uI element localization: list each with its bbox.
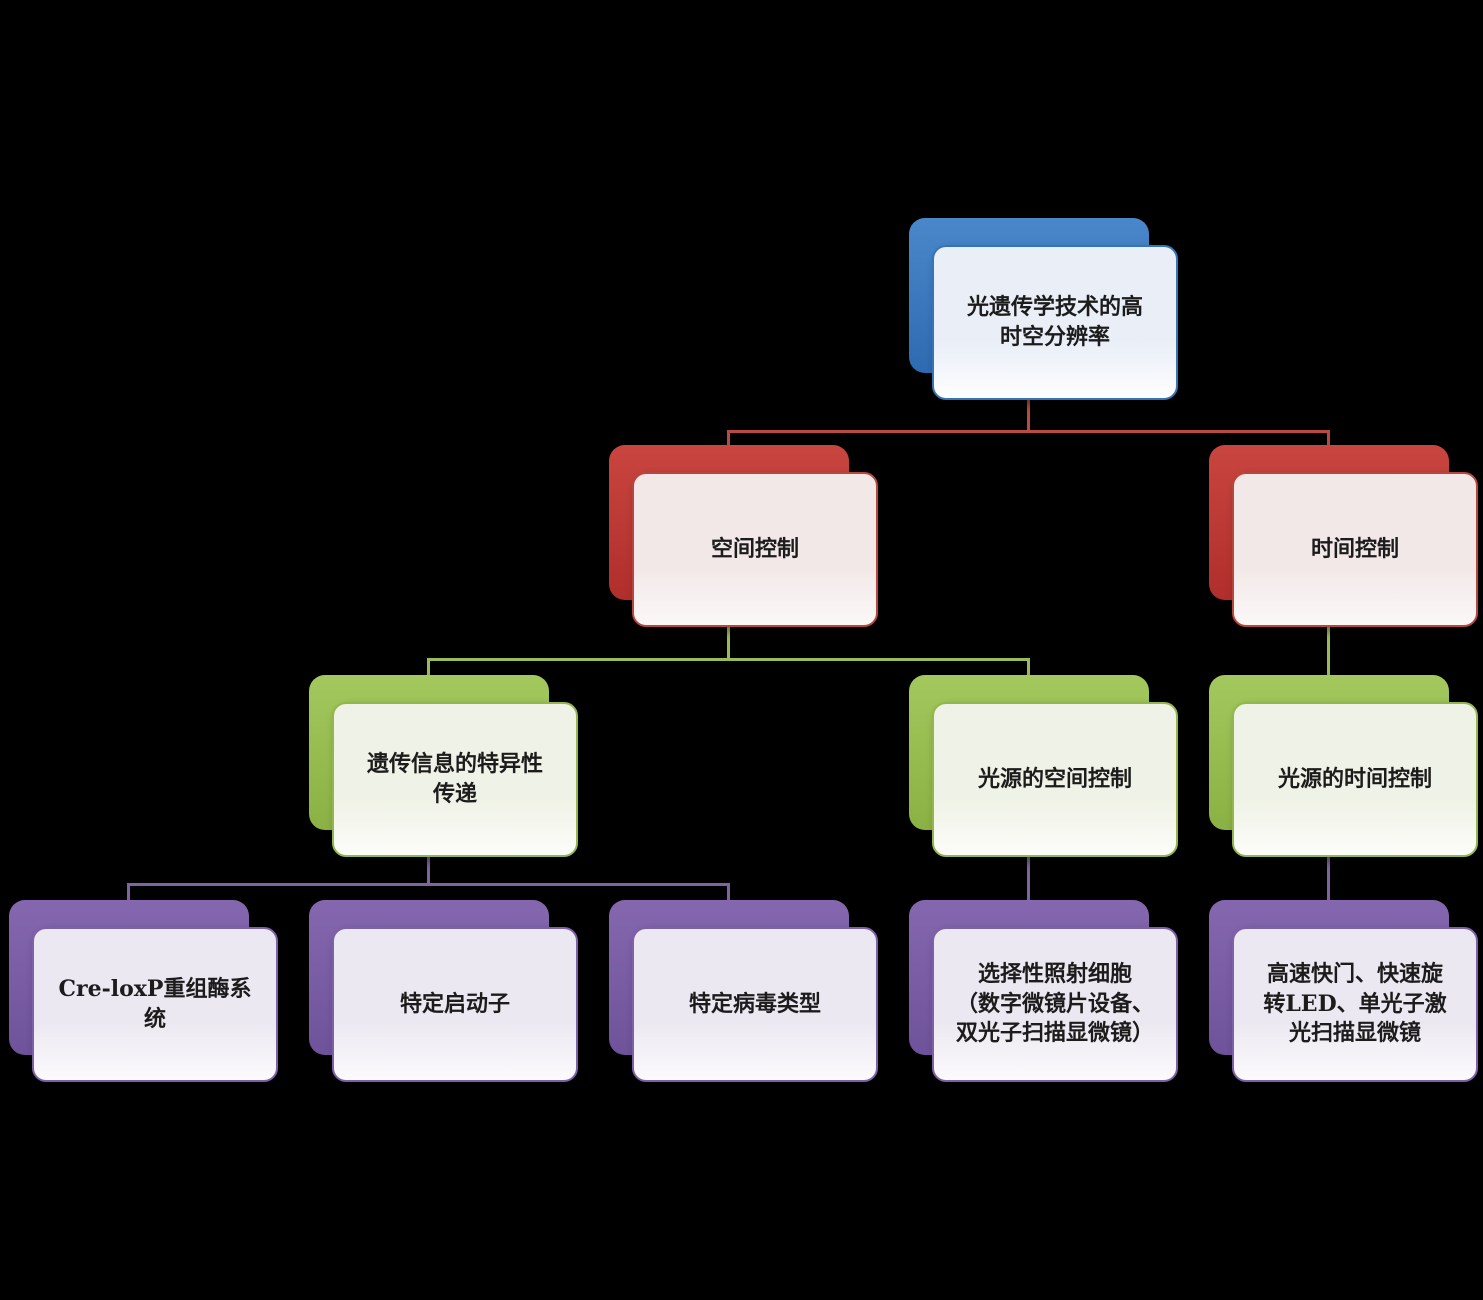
node-cre-loxp: Cre-loxP重组酶系 统 (9, 900, 278, 1082)
node-genetic-specificity-front: 遗传信息的特异性 传递 (332, 702, 578, 857)
node-high-speed-shutter-front: 高速快门、快速旋 转LED、单光子激 光扫描显微镜 (1232, 927, 1478, 1082)
connector-drop-temporal (1327, 430, 1330, 447)
node-temporal-control: 时间控制 (1209, 445, 1478, 627)
node-light-spatial-control-label: 光源的空间控制 (977, 765, 1132, 792)
connector-drop-genetic (427, 658, 430, 677)
connector-genetic-stem (427, 856, 430, 885)
connector-light-spatial-to-selective (1027, 856, 1030, 902)
node-specific-promoter-front: 特定启动子 (332, 927, 578, 1082)
node-high-speed-shutter: 高速快门、快速旋 转LED、单光子激 光扫描显微镜 (1209, 900, 1478, 1082)
node-cre-loxp-front: Cre-loxP重组酶系 统 (32, 927, 278, 1082)
node-spatial-control: 空间控制 (609, 445, 878, 627)
node-genetic-specificity-label: 遗传信息的特异性 传递 (366, 750, 543, 807)
connector-drop-spatial (727, 430, 730, 447)
node-specific-promoter: 特定启动子 (309, 900, 578, 1082)
node-light-temporal-control: 光源的时间控制 (1209, 675, 1478, 857)
node-spatial-control-front: 空间控制 (632, 472, 878, 627)
node-selective-illumination-front: 选择性照射细胞 （数字微镜片设备、 双光子扫描显微镜） (932, 927, 1178, 1082)
node-light-spatial-control: 光源的空间控制 (909, 675, 1178, 857)
connector-level3-horizontal (127, 883, 730, 886)
connector-light-temporal-to-shutter (1327, 856, 1330, 902)
node-temporal-control-front: 时间控制 (1232, 472, 1478, 627)
connector-drop-light-spatial (1027, 658, 1030, 677)
node-selective-illumination: 选择性照射细胞 （数字微镜片设备、 双光子扫描显微镜） (909, 900, 1178, 1082)
connector-drop-virus (727, 883, 730, 902)
node-spatial-control-label: 空间控制 (710, 535, 799, 562)
node-specific-virus-front: 特定病毒类型 (632, 927, 878, 1082)
node-selective-illumination-label: 选择性照射细胞 （数字微镜片设备、 双光子扫描显微镜） (955, 960, 1154, 1047)
connector-root-stem (1027, 400, 1030, 432)
connector-drop-cre-loxp (127, 883, 130, 902)
connector-level1-horizontal (727, 430, 1330, 433)
connector-level2-horizontal (427, 658, 1030, 661)
connector-temporal-to-light-temporal (1327, 627, 1330, 677)
node-root-label: 光遗传学技术的高 时空分辨率 (966, 293, 1143, 350)
node-cre-loxp-label: Cre-loxP重组酶系 统 (58, 975, 252, 1032)
node-light-temporal-control-front: 光源的时间控制 (1232, 702, 1478, 857)
node-specific-virus-label: 特定病毒类型 (688, 990, 821, 1017)
node-specific-virus: 特定病毒类型 (609, 900, 878, 1082)
node-light-temporal-control-label: 光源的时间控制 (1277, 765, 1432, 792)
node-root: 光遗传学技术的高 时空分辨率 (909, 218, 1178, 400)
connector-spatial-stem (727, 627, 730, 660)
node-specific-promoter-label: 特定启动子 (399, 990, 510, 1017)
node-genetic-specificity: 遗传信息的特异性 传递 (309, 675, 578, 857)
node-temporal-control-label: 时间控制 (1310, 535, 1399, 562)
node-light-spatial-control-front: 光源的空间控制 (932, 702, 1178, 857)
node-high-speed-shutter-label: 高速快门、快速旋 转LED、单光子激 光扫描显微镜 (1263, 960, 1447, 1047)
node-root-front: 光遗传学技术的高 时空分辨率 (932, 245, 1178, 400)
